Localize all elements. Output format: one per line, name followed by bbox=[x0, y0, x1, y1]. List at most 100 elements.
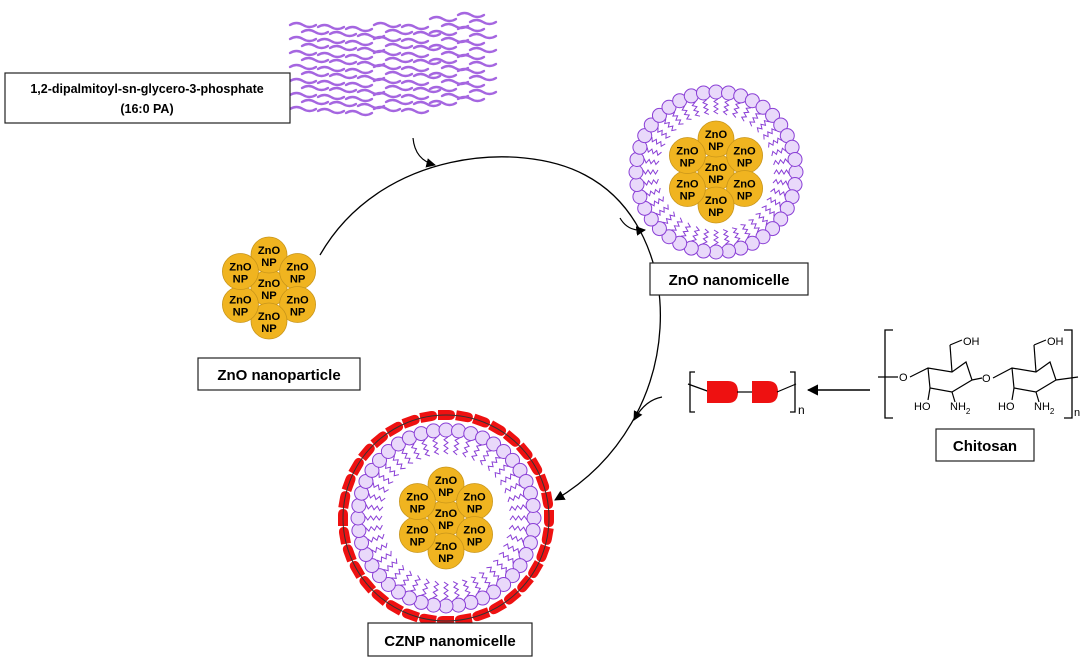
np-label-zno: ZnO bbox=[435, 541, 458, 553]
lipid-tail bbox=[378, 472, 394, 485]
lipid-tail bbox=[761, 205, 775, 217]
lipid-strand bbox=[328, 100, 358, 108]
zno-nanoparticle-label: ZnO nanoparticle bbox=[217, 367, 340, 384]
lipid-strand bbox=[316, 65, 346, 73]
lipid-tail bbox=[646, 147, 662, 157]
lipid-strand bbox=[316, 37, 346, 45]
lipid-strand bbox=[456, 11, 486, 19]
np-label-np: NP bbox=[290, 307, 306, 319]
lipid-head bbox=[380, 443, 396, 459]
lipid-strand bbox=[288, 21, 318, 29]
np-label-zno: ZnO bbox=[733, 179, 756, 191]
lipid-strand bbox=[468, 18, 498, 26]
lipid-strand bbox=[456, 67, 486, 75]
chitosan-o-left: O bbox=[899, 372, 908, 384]
lipid-head bbox=[695, 85, 711, 101]
np-label-np: NP bbox=[438, 487, 454, 499]
lipid-tail bbox=[662, 211, 676, 224]
lipid-tail bbox=[756, 120, 770, 133]
lipid-tail bbox=[385, 463, 400, 477]
chitosan-ho-left: HO bbox=[914, 401, 931, 413]
np-label-zno: ZnO bbox=[229, 295, 252, 307]
chitosan-nh2-right: NH2 bbox=[1034, 401, 1055, 416]
lipid-tail bbox=[645, 187, 661, 197]
chitosan-oh-left: OH bbox=[963, 336, 980, 348]
lipid-strand bbox=[468, 60, 498, 68]
chitosan-ring bbox=[342, 414, 550, 622]
lipid-head bbox=[708, 244, 724, 260]
lipid-tail bbox=[470, 576, 482, 593]
lipid-tail bbox=[731, 102, 741, 118]
np-label-zno: ZnO bbox=[733, 146, 756, 158]
lipid-tail bbox=[478, 572, 491, 588]
lipid-strand bbox=[412, 100, 442, 108]
np-label-np: NP bbox=[438, 553, 454, 565]
lipid-tail bbox=[383, 558, 398, 572]
zno-np-particle bbox=[427, 466, 465, 504]
lipid-strand bbox=[400, 93, 430, 101]
lipid-strand bbox=[344, 81, 374, 89]
lipid-tail bbox=[713, 229, 719, 246]
lipid-strand bbox=[400, 37, 430, 45]
lipid-strand bbox=[328, 44, 358, 52]
lipid-strand bbox=[288, 49, 318, 57]
lipid-strand bbox=[316, 107, 346, 115]
lipid-head bbox=[351, 497, 367, 513]
zno-np-particle bbox=[697, 120, 735, 158]
lipid-tail bbox=[655, 204, 669, 216]
lipid-strand bbox=[400, 65, 430, 73]
lipid-tail bbox=[755, 212, 768, 226]
lipid-tail bbox=[664, 118, 677, 132]
lipid-strand bbox=[344, 67, 374, 75]
lipid-label-box: 1,2-dipalmitoyl-sn-glycero-3-phosphate (… bbox=[4, 72, 291, 124]
lipid-tail bbox=[643, 178, 659, 186]
zno-np-particle bbox=[250, 302, 288, 340]
lipid-strand bbox=[456, 39, 486, 47]
lipid-strand bbox=[428, 15, 458, 23]
lipid-tail bbox=[702, 228, 710, 245]
lipid-tail bbox=[368, 493, 386, 502]
lipid-strand bbox=[300, 70, 330, 78]
lipid-strand bbox=[316, 93, 346, 101]
np-label-np: NP bbox=[233, 307, 249, 319]
lipid-strand bbox=[372, 91, 402, 99]
lipid-strand bbox=[400, 51, 430, 59]
lipid-head bbox=[721, 243, 737, 259]
chitosan-label: Chitosan bbox=[953, 438, 1017, 455]
czn-nanomicelle-label-box: CZNP nanomicelle bbox=[367, 622, 533, 657]
np-label-zno: ZnO bbox=[435, 475, 458, 487]
lipid-strand bbox=[400, 79, 430, 87]
lipid-tail bbox=[773, 169, 790, 175]
lipid-tail bbox=[479, 450, 492, 466]
lipid-tail bbox=[740, 224, 751, 239]
lipid-tail bbox=[763, 128, 777, 140]
lipid-head bbox=[787, 151, 803, 167]
lipid-strand bbox=[428, 57, 458, 65]
np-label-np: NP bbox=[708, 207, 724, 219]
lipid-tail bbox=[681, 222, 692, 237]
lipid-strand bbox=[412, 72, 442, 80]
lipid-tail bbox=[671, 217, 683, 231]
lipid-strand bbox=[316, 23, 346, 31]
lipid-tail bbox=[508, 524, 527, 532]
lipid-strand bbox=[372, 21, 402, 29]
lipid-tail bbox=[731, 227, 741, 243]
lipid-head bbox=[351, 523, 367, 539]
lipid-tail bbox=[507, 493, 525, 503]
lipid-tail bbox=[509, 504, 527, 512]
lipid-head bbox=[755, 229, 771, 245]
zno-np-particle bbox=[697, 186, 735, 224]
zno-np-particle bbox=[726, 170, 763, 207]
lipid-strand bbox=[428, 71, 458, 79]
lipid-strand bbox=[328, 72, 358, 80]
lipid-tail bbox=[773, 158, 789, 166]
lipid-head bbox=[661, 229, 677, 245]
lipid-strand bbox=[344, 95, 374, 103]
np-label-zno: ZnO bbox=[463, 525, 486, 537]
lipid-tail bbox=[651, 137, 666, 148]
np-label-zno: ZnO bbox=[406, 525, 429, 537]
lipid-tail bbox=[372, 482, 389, 493]
